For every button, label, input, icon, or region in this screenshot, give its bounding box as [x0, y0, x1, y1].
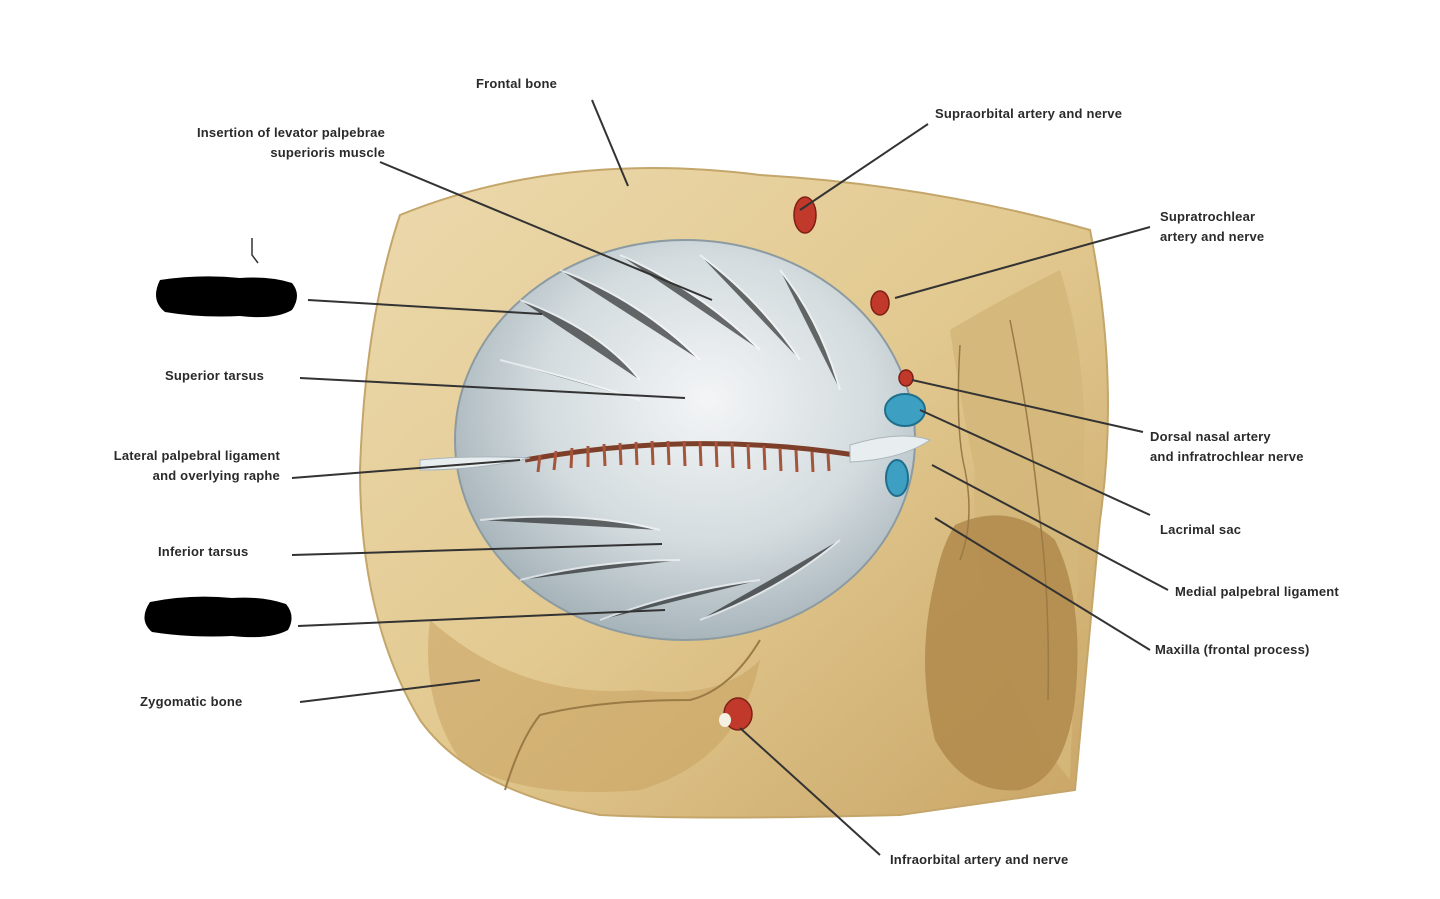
label-lateral-ligament-line1: Lateral palpebral ligament: [113, 448, 280, 463]
label-zygomatic-bone: Zygomatic bone: [140, 694, 243, 709]
label-levator-insertion: Insertion of levator palpebrae superiori…: [100, 123, 385, 163]
label-maxilla: Maxilla (frontal process): [1155, 642, 1310, 657]
label-supratrochlear-line2: artery and nerve: [1160, 229, 1265, 244]
label-superior-tarsus: Superior tarsus: [165, 368, 265, 383]
label-frontal-bone: Frontal bone: [476, 76, 558, 91]
suture-line: [957, 344, 970, 561]
medial-ligament-shape: [849, 435, 932, 463]
redaction-marks: [144, 276, 297, 638]
pen-mark: [251, 238, 259, 264]
label-supraorbital: Supraorbital artery and nerve: [935, 106, 1123, 121]
label-dorsal-nasal-line2: and infratrochlear nerve: [1150, 449, 1304, 464]
label-supratrochlear: Supratrochlear artery and nerve: [1160, 207, 1264, 247]
suture-line: [1009, 319, 1050, 701]
label-dorsal-nasal-line1: Dorsal nasal artery: [1150, 429, 1271, 444]
label-supratrochlear-line1: Supratrochlear: [1160, 209, 1256, 224]
palpebral-fissure: [524, 441, 856, 463]
septum-fibers: [479, 254, 841, 621]
label-dorsal-nasal: Dorsal nasal artery and infratrochlear n…: [1150, 427, 1304, 467]
label-levator-insertion-line2: superioris muscle: [270, 145, 385, 160]
label-inferior-tarsus: Inferior tarsus: [158, 544, 249, 559]
label-infraorbital: Infraorbital artery and nerve: [890, 852, 1069, 867]
label-levator-insertion-line1: Insertion of levator palpebrae: [196, 125, 385, 140]
lacrimal-sac-shape: [884, 393, 926, 427]
suture-line: [504, 639, 761, 791]
vessels: [719, 196, 914, 731]
maxilla-fossa: [925, 515, 1078, 791]
eyelashes: [536, 440, 831, 473]
label-lacrimal-sac: Lacrimal sac: [1160, 522, 1242, 537]
label-medial-ligament: Medial palpebral ligament: [1175, 584, 1339, 599]
leader-lines: [291, 99, 1169, 856]
lacrimal-sac-lower: [885, 459, 909, 497]
label-lateral-ligament: Lateral palpebral ligament and overlying…: [20, 446, 280, 486]
label-lateral-ligament-line2: and overlying raphe: [152, 468, 280, 483]
